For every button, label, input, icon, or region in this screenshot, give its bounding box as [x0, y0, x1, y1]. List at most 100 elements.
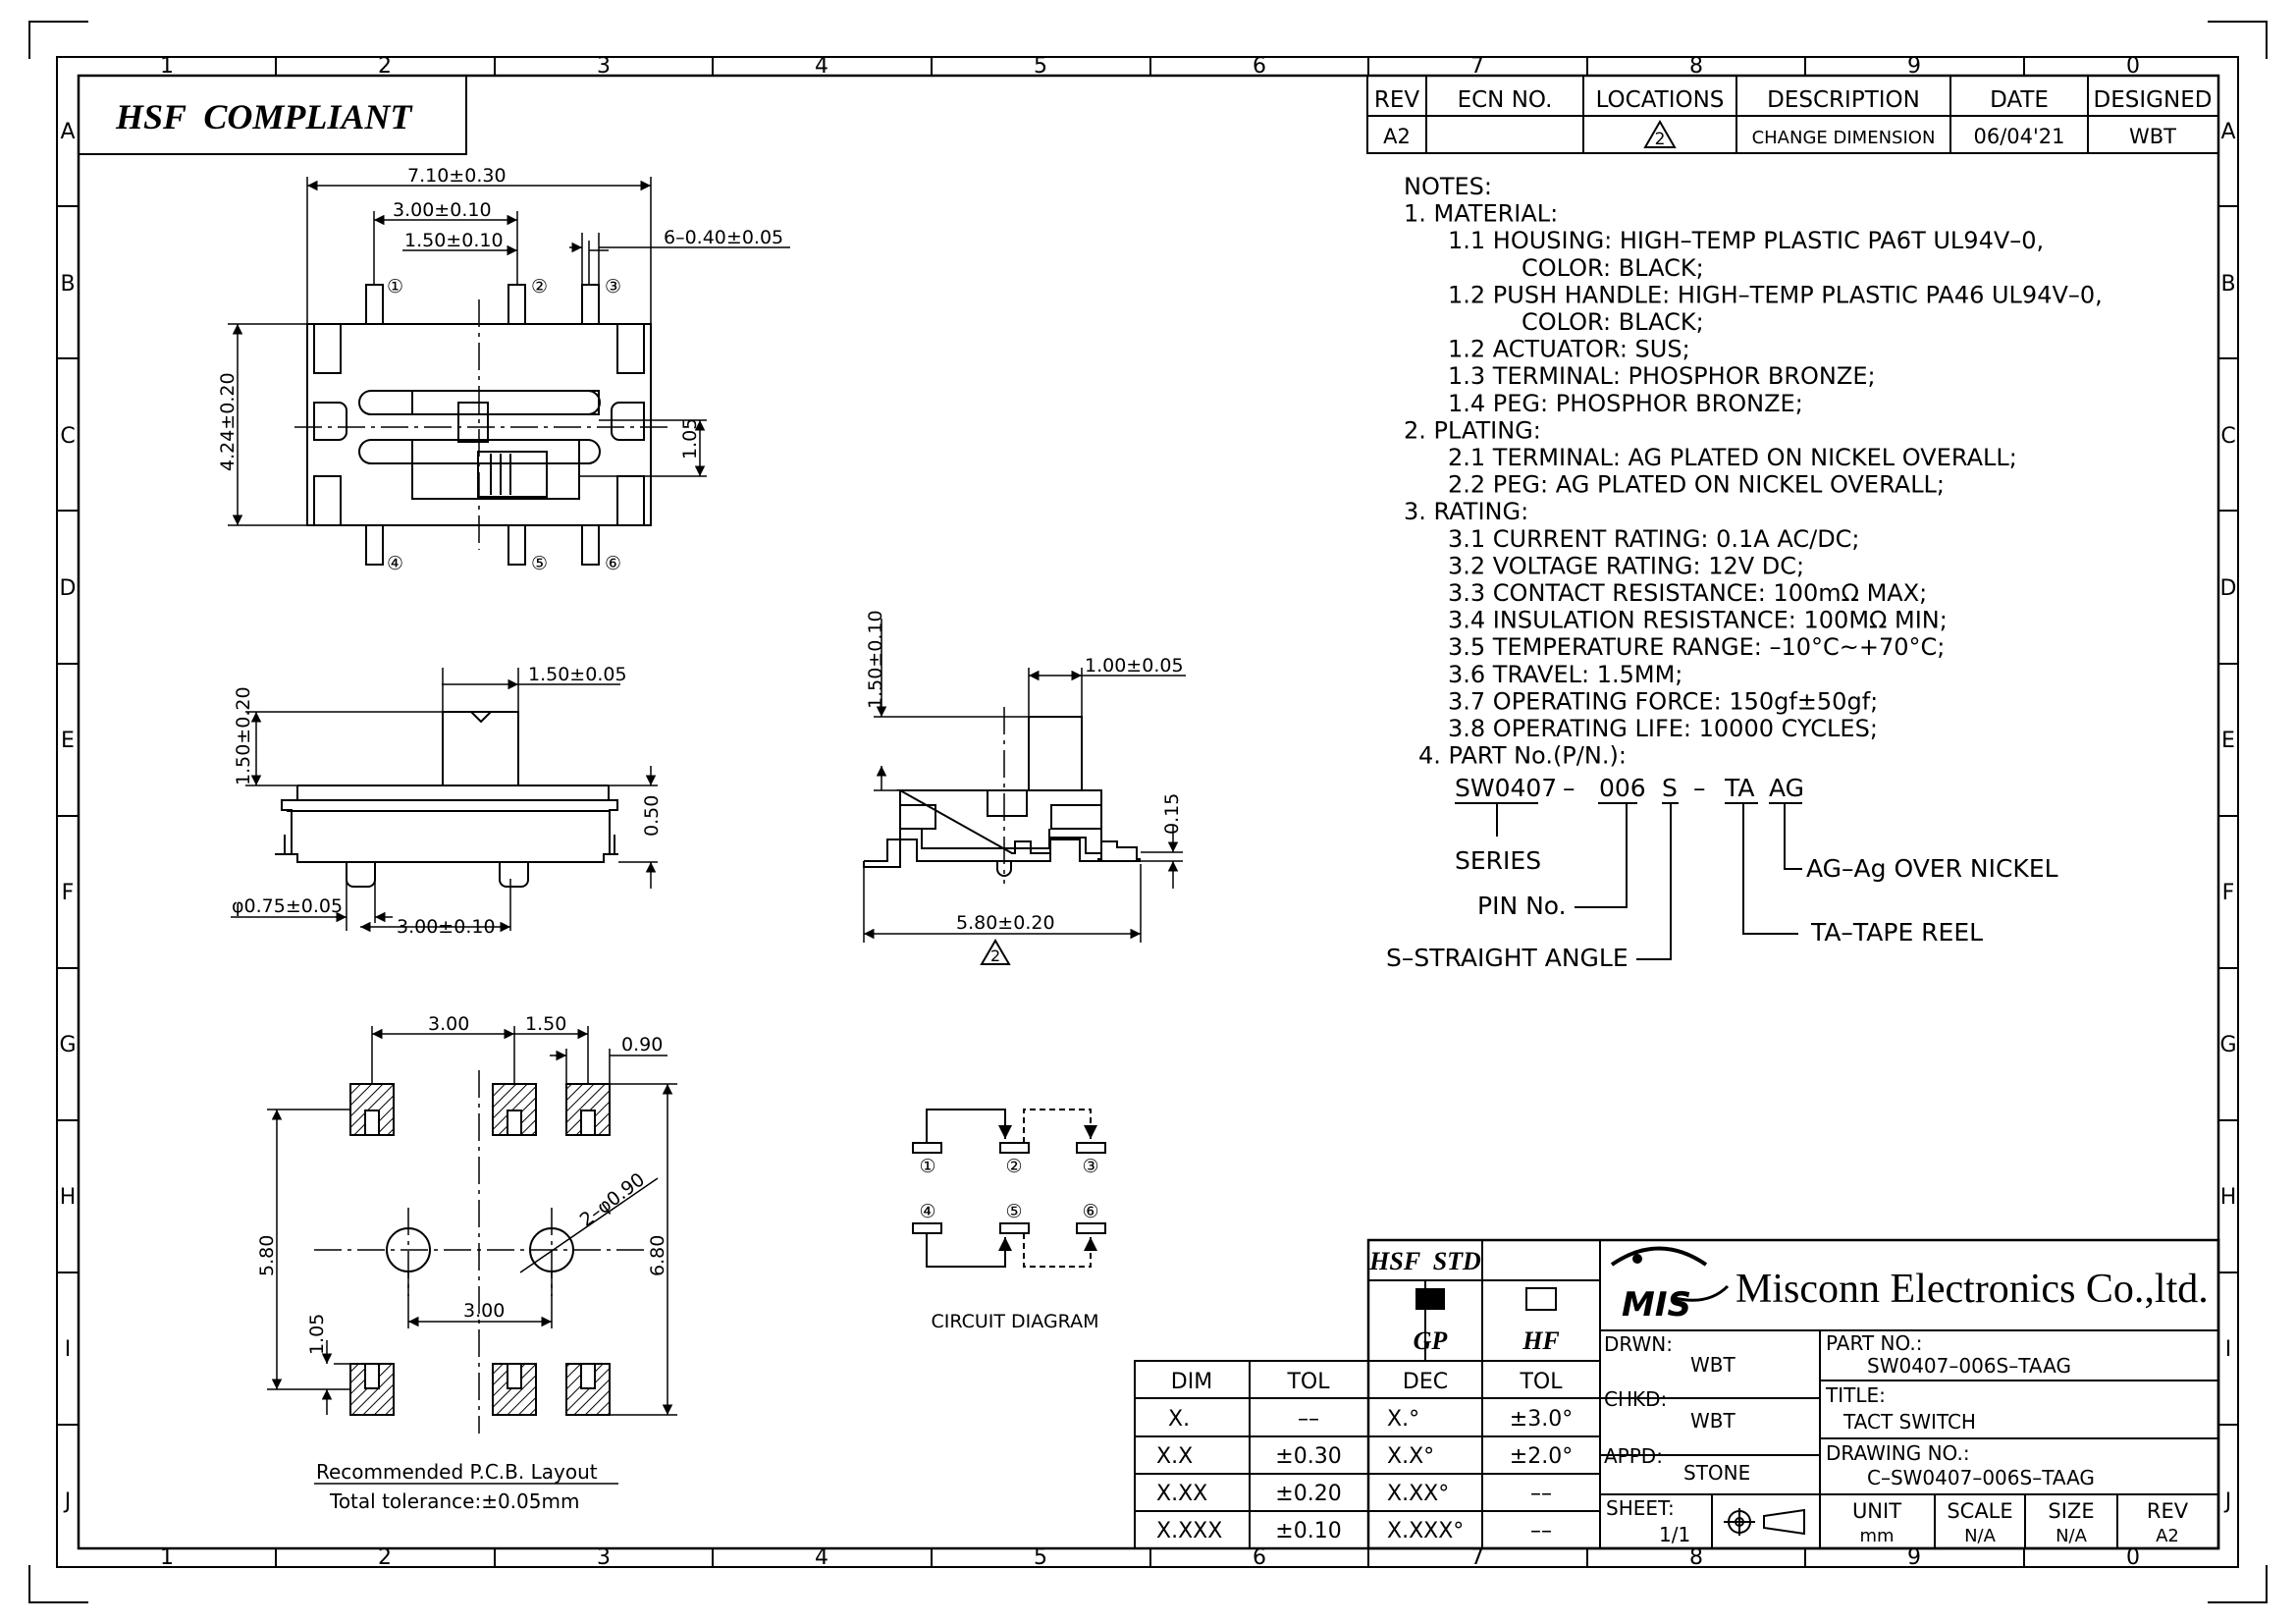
tol-header-dim: DIM: [1171, 1370, 1212, 1394]
column-label: 1: [160, 1545, 174, 1570]
note-line: COLOR: BLACK;: [1522, 308, 1704, 336]
column-label: 7: [1470, 54, 1484, 79]
column-label: 9: [1907, 1545, 1921, 1570]
rev-header-description: DESCRIPTION: [1767, 87, 1920, 113]
part-value: SW0407–006S–TAAG: [1867, 1354, 2071, 1378]
notes-block: NOTES:1. MATERIAL:1.1 HOUSING: HIGH–TEMP…: [1404, 173, 2103, 770]
note-line: 2. PLATING:: [1404, 416, 1541, 444]
drwn-value: WBT: [1690, 1353, 1735, 1377]
gp-label: GP: [1414, 1326, 1449, 1355]
tolerance-table: DIM TOL X. –– X.X ±0.30 X.XX ±0.20 X.XXX…: [1134, 1360, 1369, 1549]
title-block: HSF STD GP HF DEC TOL X.° ±3.0° X.X° ±2.…: [1366, 1238, 2220, 1550]
dim-3-00f: 3.00±0.10: [397, 916, 496, 938]
pcb-dim-6-80: 6.80: [647, 1235, 668, 1276]
pcb-dim-holes: 2–φ0.90: [576, 1168, 649, 1231]
drawing-value: C–SW0407–006S–TAAG: [1867, 1466, 2095, 1489]
pn-label-pin: PIN No.: [1477, 892, 1567, 920]
chkd-value: WBT: [1690, 1409, 1735, 1433]
row-label: I: [2225, 1337, 2232, 1362]
dim-side-1-50: 1.50±0.10: [865, 610, 886, 709]
column-label: 1: [160, 54, 174, 79]
circuit-labels: ① ② ③ ④ ⑤ ⑥ CIRCUIT DIAGRAM: [919, 1156, 1098, 1332]
note-line: 3.6 TRAVEL: 1.5MM;: [1448, 661, 1682, 688]
drwn-label: DRWN:: [1604, 1332, 1673, 1356]
note-line: 4. PART No.(P/N.):: [1418, 742, 1627, 770]
side-view-labels: 1.50±0.10 1.00±0.05 0.15 5.80±0.20 2: [865, 610, 1184, 965]
circuit-pin-5: ⑤: [1005, 1201, 1022, 1222]
row-label: C: [60, 424, 75, 449]
circuit-pin-6: ⑥: [1082, 1201, 1098, 1222]
column-label: 5: [1034, 1545, 1047, 1570]
chkd-label: CHKD:: [1604, 1387, 1667, 1411]
top-pin-6: ⑥: [605, 553, 621, 574]
dim-3-00: 3.00±0.10: [393, 199, 492, 221]
pn-seg-ta: TA: [1724, 774, 1754, 802]
row-label: D: [60, 576, 77, 601]
row-label: G: [2219, 1033, 2236, 1057]
row-label: E: [2221, 729, 2235, 753]
column-label: 6: [1253, 54, 1266, 79]
tol-r2-dim: X.X: [1156, 1444, 1193, 1469]
side-view: [863, 619, 1186, 965]
top-pin-2: ②: [531, 276, 548, 298]
row-label: B: [2220, 272, 2235, 297]
ang-r4-tol: ––: [1530, 1519, 1552, 1543]
revision-block: REV ECN NO. LOCATIONS DESCRIPTION DATE D…: [1366, 75, 2219, 154]
size-label: SIZE: [2048, 1499, 2094, 1523]
top-pin-3: ③: [605, 276, 621, 298]
column-label: 8: [1689, 1545, 1703, 1570]
part-label: PART NO.:: [1826, 1331, 1922, 1355]
column-label: 6: [1253, 1545, 1266, 1570]
circuit-diagram: [912, 1109, 1106, 1268]
dim-phi: φ0.75±0.05: [232, 895, 343, 917]
rev-header-ecn: ECN NO.: [1458, 87, 1553, 113]
tol-r1-dim: X.: [1168, 1407, 1190, 1432]
hf-swatch: [1525, 1287, 1557, 1311]
pcb-dim-5-80: 5.80: [256, 1235, 278, 1276]
column-label: 3: [597, 54, 611, 79]
pcb-dim-1-05: 1.05: [306, 1314, 328, 1355]
note-line: 3.4 INSULATION RESISTANCE: 100MΩ MIN;: [1448, 607, 1948, 634]
pn-seg-s: S: [1662, 774, 1678, 802]
pn-seg-pin: 006: [1599, 774, 1646, 802]
ang-header-dec: DEC: [1403, 1370, 1448, 1394]
ang-r1-tol: ±3.0°: [1510, 1407, 1573, 1432]
pn-seg-dash1: –: [1563, 774, 1575, 802]
size-value: N/A: [2056, 1526, 2088, 1546]
title-label: TITLE:: [1825, 1383, 1886, 1407]
pcb-dim-3-00: 3.00: [428, 1013, 469, 1035]
row-label: J: [63, 1489, 72, 1514]
row-label: A: [2220, 120, 2235, 144]
tol-r4-dim: X.XXX: [1156, 1519, 1222, 1543]
ang-r2-tol: ±2.0°: [1510, 1444, 1573, 1469]
column-label: 7: [1470, 1545, 1484, 1570]
dim-5-80: 5.80±0.20: [956, 912, 1055, 934]
row-label: F: [2222, 881, 2235, 905]
dim-0-15: 0.15: [1161, 793, 1183, 835]
dim-0-50: 0.50: [641, 795, 663, 837]
note-line: 1. MATERIAL:: [1404, 200, 1558, 228]
row-label: G: [59, 1033, 76, 1057]
title-value: TACT SWITCH: [1842, 1410, 1976, 1434]
drawing-label: DRAWING NO.:: [1826, 1441, 1970, 1465]
dim-1-50w: 1.50±0.05: [528, 664, 627, 685]
rev-header-locations: LOCATIONS: [1596, 87, 1725, 113]
dim-1-50h: 1.50±0.20: [233, 686, 254, 785]
row-label: F: [62, 881, 75, 905]
unit-value: mm: [1859, 1526, 1894, 1546]
gp-swatch: [1415, 1288, 1445, 1310]
column-label: 5: [1034, 54, 1047, 79]
top-pin-1: ①: [387, 276, 403, 298]
tol-r4-tol: ±0.10: [1275, 1519, 1341, 1543]
hf-label: HF: [1522, 1326, 1560, 1355]
note-line: NOTES:: [1404, 173, 1492, 200]
rev-label: REV: [2147, 1499, 2189, 1523]
row-label: D: [2220, 576, 2237, 601]
note-line: 3.3 CONTACT RESISTANCE: 100mΩ MAX;: [1448, 579, 1927, 607]
ang-r4-dec: X.XXX°: [1387, 1519, 1464, 1543]
crop-marks: [28, 21, 2268, 1603]
circuit-pin-2: ②: [1005, 1156, 1022, 1177]
rev-header-designed: DESIGNED: [2094, 87, 2213, 113]
